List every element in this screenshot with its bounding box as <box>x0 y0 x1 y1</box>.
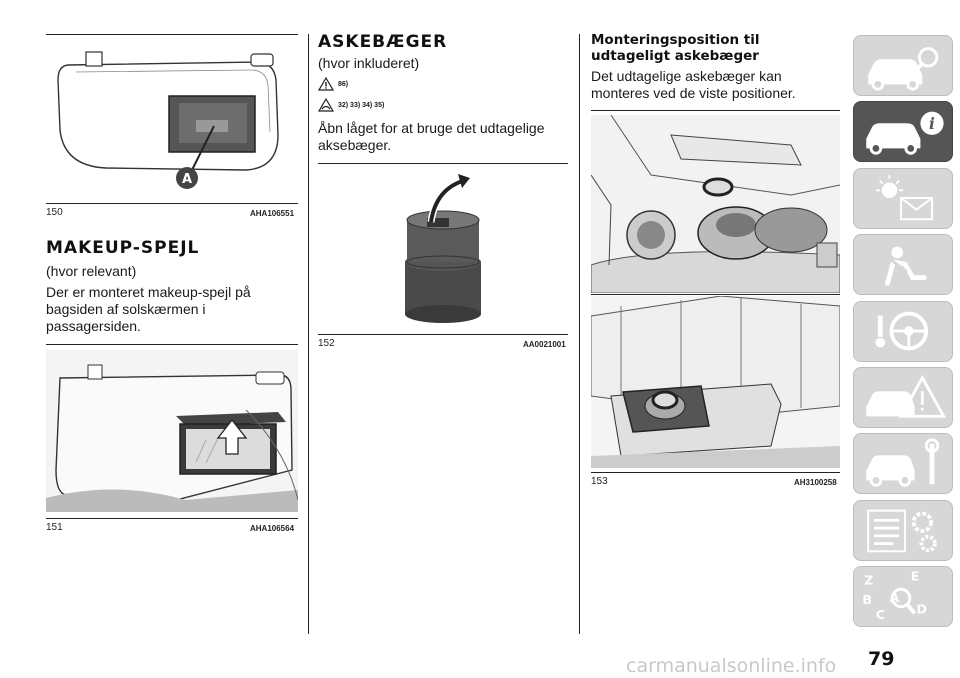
tab-technical-specifications[interactable] <box>853 500 953 561</box>
caption-rule-fig152 <box>318 334 568 335</box>
warning-refs-2: 32) 33) 34) 35) <box>338 101 385 109</box>
makeup-body: Der er monteret makeup-spejl på bagsiden… <box>46 284 251 334</box>
figure-153-seat-position <box>591 296 840 468</box>
mounting-body: Det udtagelige askebæger kan monteres ve… <box>591 68 796 101</box>
figure-153-number: 153 <box>591 476 608 487</box>
tab-lights-messages[interactable] <box>853 168 953 229</box>
caption-rule-fig150 <box>46 203 298 204</box>
caption-rule-fig153 <box>591 472 840 473</box>
svg-text:B: B <box>862 592 872 607</box>
svg-text:D: D <box>917 601 927 616</box>
ashtray-heading: ASKEBÆGER <box>318 32 448 52</box>
warning-triangle-icon <box>318 77 334 91</box>
makeup-heading: MAKEUP-SPEJL <box>46 238 200 258</box>
caution-triangle-icon <box>318 98 334 112</box>
svg-text:i: i <box>929 114 935 133</box>
tab-servicing-care[interactable] <box>853 433 953 494</box>
figure-151-code: AHA106564 <box>250 524 295 533</box>
caption-rule-fig151 <box>46 518 298 519</box>
figure-150-code: AHA106551 <box>250 209 295 218</box>
airbag-seat-icon <box>885 246 927 286</box>
mounting-subheading: Monteringsposition til udtageligt askebæ… <box>591 32 760 64</box>
top-rule-fig152 <box>318 163 568 164</box>
tab-in-an-emergency[interactable] <box>853 367 953 428</box>
top-rule-fig153 <box>591 110 840 111</box>
makeup-availability: (hvor relevant) <box>46 263 137 279</box>
svg-text:E: E <box>911 569 920 584</box>
figure-150-number: 150 <box>46 207 63 218</box>
car-search-icon <box>868 47 939 91</box>
car-warning-icon <box>866 374 947 418</box>
top-rule-fig151 <box>46 344 298 345</box>
figure-152-number: 152 <box>318 338 335 349</box>
warning-refs-1: 86) <box>338 80 349 88</box>
column-divider-2 <box>579 34 580 634</box>
tab-get-to-know-vehicle[interactable] <box>853 35 953 96</box>
ashtray-availability: (hvor inkluderet) <box>318 55 420 71</box>
warning-line-1: 86) <box>318 77 348 91</box>
figure-152-ashtray <box>405 174 481 323</box>
divider-fig153 <box>591 294 840 295</box>
index-letters-icon: Z E B AC D <box>862 569 927 623</box>
svg-text:Z: Z <box>864 572 873 587</box>
figure-152-code: AA0021001 <box>523 340 566 349</box>
tab-starting-driving[interactable] <box>853 301 953 362</box>
figure-150-sun-visor-mirror: A <box>57 51 279 189</box>
ashtray-body: Åbn låget for at bruge det udtagelige ak… <box>318 120 545 153</box>
figure-153-code: AH3100258 <box>794 478 837 487</box>
callout-a-label: A <box>182 172 192 187</box>
steering-key-icon <box>875 311 929 351</box>
car-wrench-icon <box>866 438 940 487</box>
specs-gear-icon <box>867 509 937 553</box>
page-number: 79 <box>868 648 895 670</box>
svg-text:A: A <box>889 590 899 605</box>
figure-151-visor-mirror-open <box>46 350 298 512</box>
svg-text:C: C <box>876 607 885 622</box>
light-envelope-icon <box>875 174 933 221</box>
column-divider-1 <box>308 34 309 634</box>
figure-151-number: 151 <box>46 522 63 533</box>
warning-line-2: 32) 33) 34) 35) <box>318 98 384 112</box>
watermark-text: carmanualsonline.info <box>626 655 837 677</box>
tab-knowing-instrument-panel[interactable]: i <box>853 101 953 162</box>
car-info-icon: i <box>866 111 944 155</box>
top-rule-fig150 <box>46 34 298 35</box>
figure-153-console-position <box>591 115 840 293</box>
tab-safety[interactable] <box>853 234 953 295</box>
